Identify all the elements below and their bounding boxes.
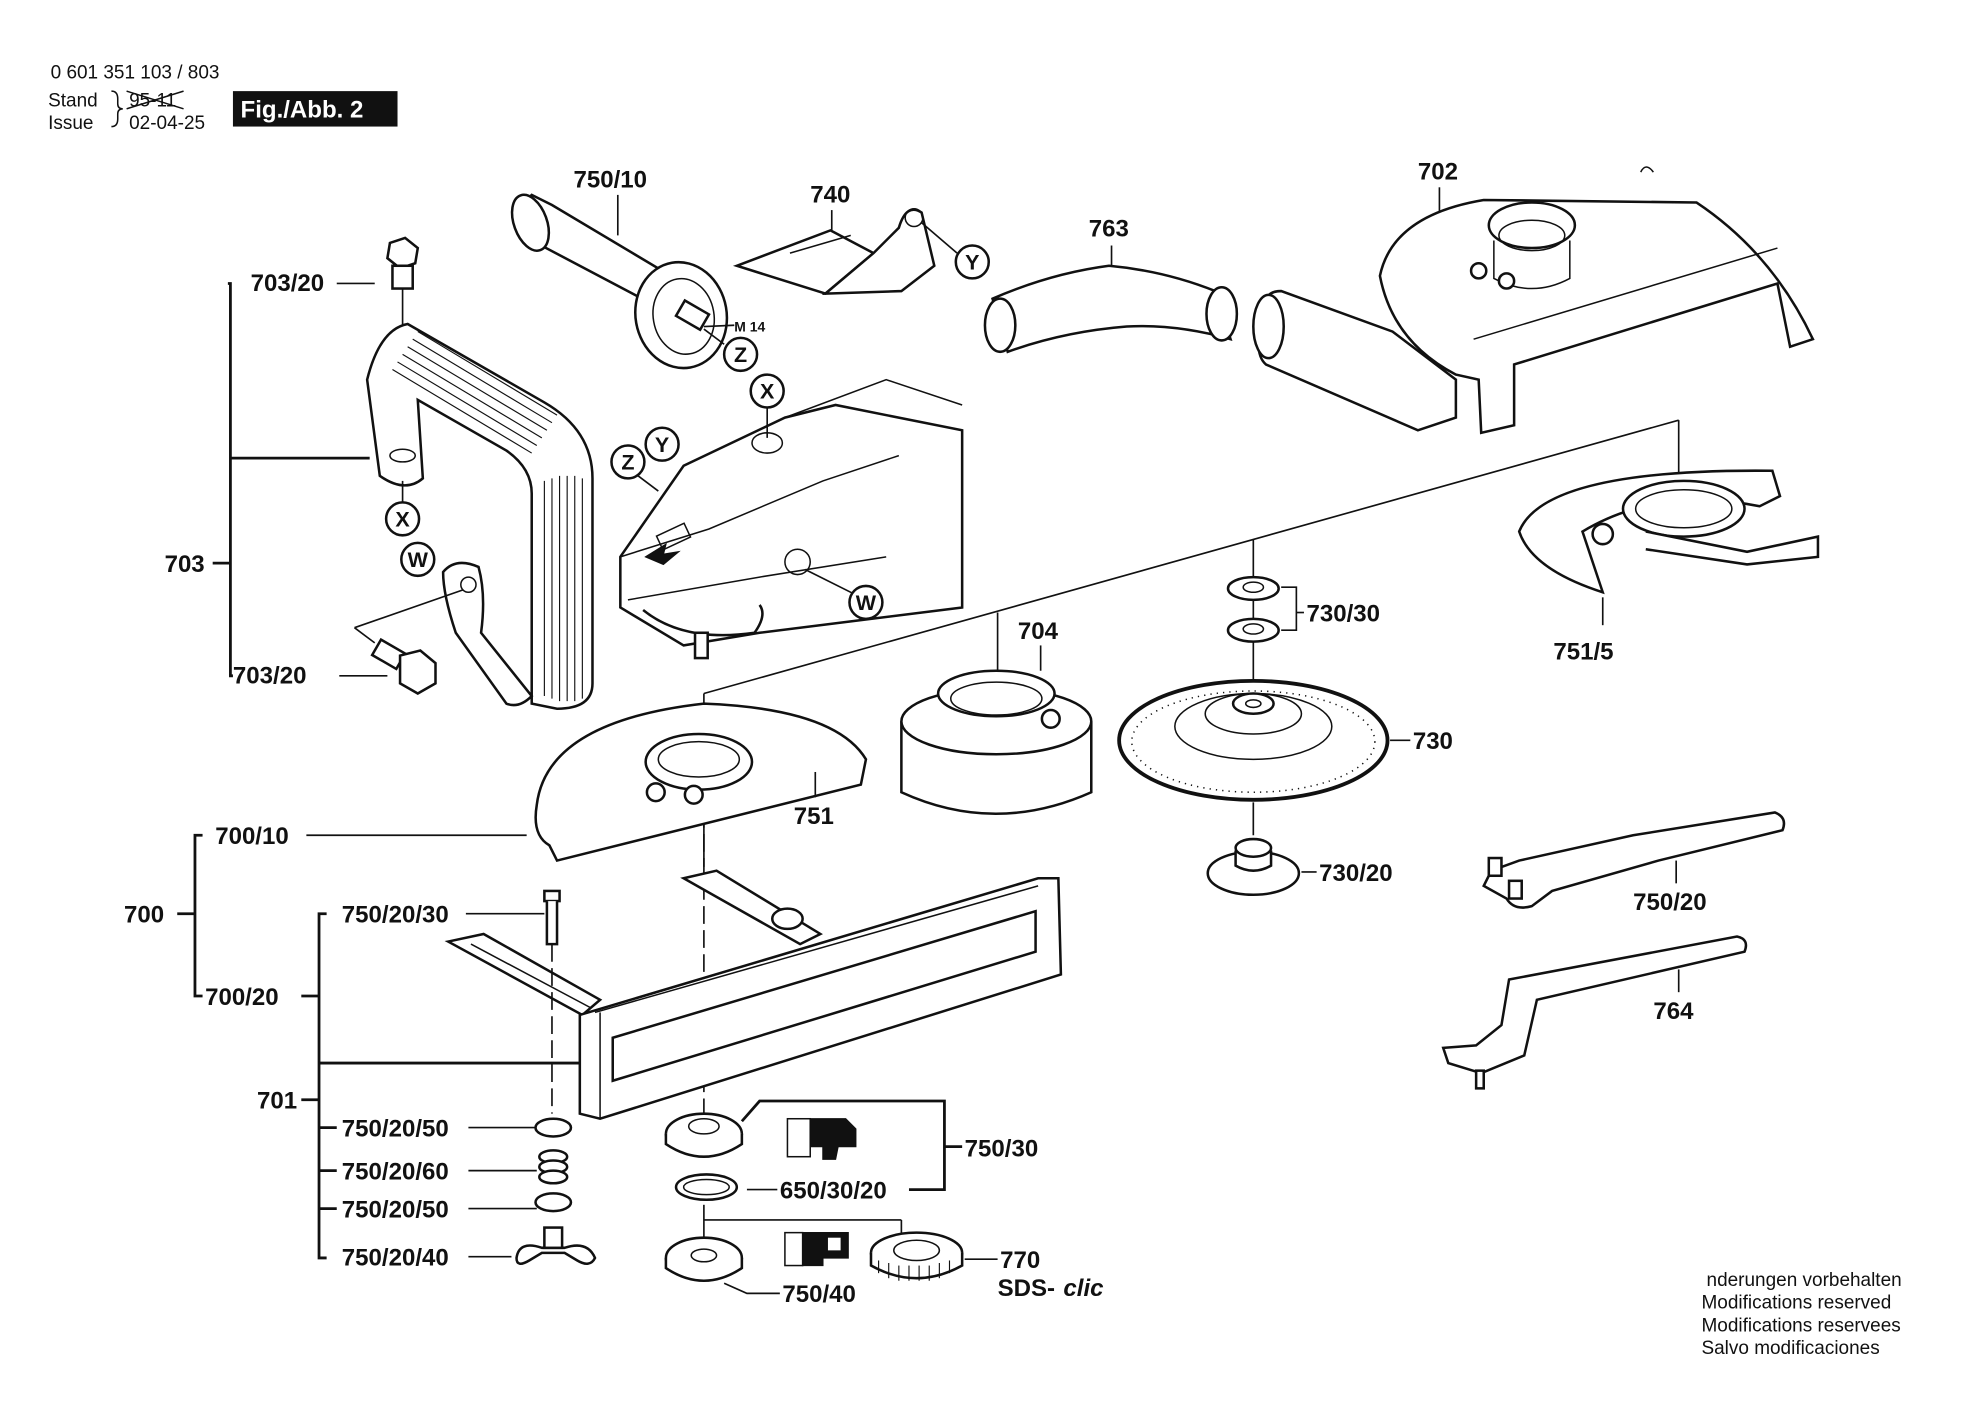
part-751-guard: 751 (534, 702, 868, 863)
ref-marker-w-grinder (848, 584, 884, 621)
label-730-30: 730/30 (1306, 600, 1380, 627)
strike-line (126, 90, 184, 110)
issue-value: 02-04-25 (129, 113, 205, 134)
flange-profile-icon (786, 1117, 857, 1160)
label-700-10: 700/10 (215, 823, 289, 850)
part-730-20-flange: 730/20 (1206, 837, 1393, 897)
part-764-spanner: 764 (1441, 935, 1748, 1090)
label-750-20: 750/20 (1633, 889, 1707, 916)
note-line-en: Modifications reserved (1701, 1293, 1891, 1314)
modifications-notice: nderungen vorbehalten Modifications rese… (1701, 1270, 1901, 1359)
label-750-20-40: 750/20/40 (342, 1245, 449, 1272)
label-750-10: 750/10 (573, 166, 647, 193)
label-650-30-20: 650/30/20 (780, 1177, 887, 1204)
ref-marker-y-grinder (644, 426, 680, 462)
flange-profile-icon-2 (784, 1231, 849, 1267)
svg-text:Z: Z (734, 343, 747, 367)
issue-label: Issue (48, 113, 93, 134)
svg-text:Y: Y (655, 433, 669, 457)
brace-icon (111, 90, 123, 128)
ref-marker-x-grinder (749, 373, 785, 409)
label-770: 770 (1000, 1247, 1040, 1274)
direction-arrow-icon (644, 542, 681, 566)
label-730-20: 730/20 (1319, 860, 1393, 887)
part-703-bow-handle: 703/20 X W 703/20 703 (165, 236, 594, 710)
label-sds-clic: clic (1063, 1275, 1104, 1302)
part-701-guide-rail: 750/20/30 701 (257, 869, 1063, 1260)
label-750-40: 750/40 (782, 1281, 856, 1308)
label-763: 763 (1089, 216, 1129, 243)
label-703: 703 (165, 551, 205, 578)
spindle-icon (693, 631, 709, 660)
label-740: 740 (810, 181, 850, 208)
header-block: 0 601 351 103 / 803 Stand Issue 95-11 02… (48, 62, 398, 134)
figure-badge-bg (232, 91, 398, 127)
part-751-5-guard: 751/5 (1517, 469, 1820, 665)
part-750-30-flange-group: 750/30 650/30/20 750/40 770 SDS- clic (664, 1099, 1104, 1308)
ref-marker-x (384, 501, 421, 537)
part-704-cover: 704 (900, 612, 1093, 815)
label-750-30: 750/30 (965, 1136, 1039, 1163)
label-750-20-30: 750/20/30 (342, 902, 449, 929)
note-line-de: nderungen vorbehalten (1707, 1270, 1902, 1291)
label-700-20: 700/20 (205, 984, 279, 1011)
label-750-20-50-b: 750/20/50 (342, 1196, 449, 1223)
label-sds-prefix: SDS- (998, 1275, 1055, 1302)
label-704: 704 (1018, 618, 1059, 645)
wing-nut-icon (515, 1244, 597, 1265)
svg-text:W: W (408, 548, 429, 572)
label-703-20-top: 703/20 (251, 270, 325, 297)
label-702: 702 (1418, 159, 1458, 186)
svg-text:X: X (395, 507, 410, 531)
assembly-line (703, 419, 1679, 695)
part-702-extraction-guard: 702 (1252, 159, 1815, 435)
part-750-20-spanner: 750/20 (1482, 811, 1786, 916)
svg-text:X: X (760, 380, 775, 404)
part-730-disc: 730 (1117, 678, 1453, 836)
label-730: 730 (1413, 728, 1453, 755)
bolt-icon (386, 236, 420, 270)
ref-marker-y (954, 244, 990, 280)
label-751-5: 751/5 (1553, 638, 1613, 665)
label-750-20-60: 750/20/60 (342, 1158, 449, 1185)
label-750-20-50-a: 750/20/50 (342, 1115, 449, 1142)
part-750-10-side-handle: 750/10 M 14 Z (510, 166, 765, 373)
label-m14: M 14 (734, 319, 765, 335)
label-700: 700 (124, 902, 164, 929)
ref-marker-w (400, 541, 436, 578)
svg-text:Y: Y (965, 251, 979, 275)
ref-marker-z-grinder (610, 444, 646, 480)
label-group-700: 700/10 700 700/20 (124, 823, 527, 1011)
part-number: 0 601 351 103 / 803 (51, 62, 220, 83)
ref-marker-z (722, 336, 759, 373)
label-701: 701 (257, 1088, 297, 1115)
svg-text:W: W (856, 591, 877, 615)
part-763-hose: 763 (983, 216, 1239, 354)
part-750-20-stack: 750/20/50 750/20/60 750/20/50 750/20/40 (319, 1115, 597, 1272)
note-line-fr: Modifications reservees (1701, 1315, 1900, 1336)
label-751: 751 (794, 803, 834, 830)
label-764: 764 (1653, 998, 1694, 1025)
label-703-20-bottom: 703/20 (233, 662, 307, 689)
part-740-bracket: 740 Y (732, 181, 990, 296)
note-line-es: Salvo modificaciones (1701, 1338, 1879, 1359)
figure-badge: Fig./Abb. 2 (241, 97, 364, 124)
angle-grinder-body: X Y Z W (610, 373, 964, 660)
svg-text:Z: Z (621, 451, 634, 475)
stand-label: Stand (48, 90, 98, 111)
part-730-30-washers: 730/30 (1226, 539, 1380, 694)
